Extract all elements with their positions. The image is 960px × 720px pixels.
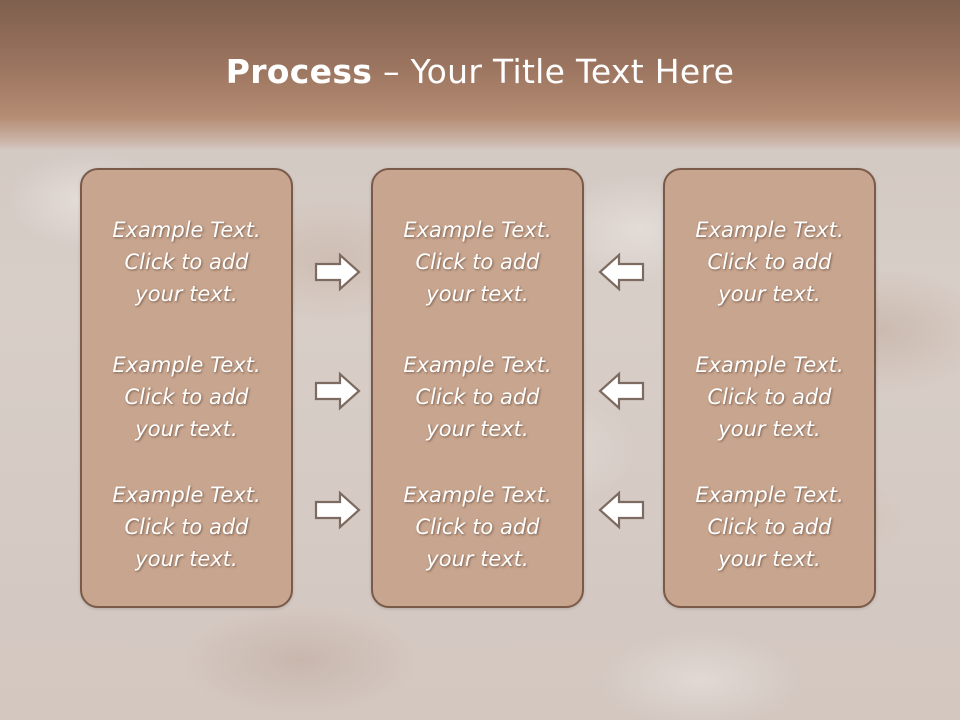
text-line: Example Text. xyxy=(403,483,552,507)
process-box-middle[interactable]: Example Text. Click to add your text. Ex… xyxy=(371,168,584,608)
text-line: Example Text. xyxy=(695,353,844,377)
text-line: your text. xyxy=(718,417,821,441)
text-line: Example Text. xyxy=(403,218,552,242)
text-block[interactable]: Example Text. Click to add your text. xyxy=(373,349,582,445)
text-block[interactable]: Example Text. Click to add your text. xyxy=(373,214,582,310)
text-line: your text. xyxy=(718,547,821,571)
text-line: Click to add xyxy=(415,515,540,539)
text-line: your text. xyxy=(135,547,238,571)
title-bold: Process xyxy=(225,52,373,91)
title-rest: – Your Title Text Here xyxy=(372,52,735,91)
arrow-left-icon xyxy=(597,490,645,530)
text-line: Example Text. xyxy=(112,218,261,242)
text-line: Example Text. xyxy=(695,483,844,507)
text-line: Click to add xyxy=(707,515,832,539)
text-block[interactable]: Example Text. Click to add your text. xyxy=(373,479,582,575)
slide-title[interactable]: Process – Your Title Text Here xyxy=(0,52,960,91)
text-block[interactable]: Example Text. Click to add your text. xyxy=(82,214,291,310)
text-line: your text. xyxy=(135,282,238,306)
arrow-left-icon xyxy=(597,371,645,411)
text-line: Click to add xyxy=(415,250,540,274)
text-block[interactable]: Example Text. Click to add your text. xyxy=(665,214,874,310)
text-line: Click to add xyxy=(124,250,249,274)
text-line: your text. xyxy=(135,417,238,441)
text-block[interactable]: Example Text. Click to add your text. xyxy=(665,349,874,445)
text-line: Click to add xyxy=(124,385,249,409)
text-line: your text. xyxy=(426,282,529,306)
text-block[interactable]: Example Text. Click to add your text. xyxy=(665,479,874,575)
text-line: Example Text. xyxy=(112,353,261,377)
arrow-right-icon xyxy=(314,490,362,530)
text-line: your text. xyxy=(718,282,821,306)
text-line: your text. xyxy=(426,547,529,571)
text-line: Example Text. xyxy=(403,353,552,377)
process-box-left[interactable]: Example Text. Click to add your text. Ex… xyxy=(80,168,293,608)
arrow-right-icon xyxy=(314,252,362,292)
arrow-right-icon xyxy=(314,371,362,411)
text-line: Click to add xyxy=(415,385,540,409)
text-line: your text. xyxy=(426,417,529,441)
text-block[interactable]: Example Text. Click to add your text. xyxy=(82,479,291,575)
text-line: Example Text. xyxy=(112,483,261,507)
arrow-left-icon xyxy=(597,252,645,292)
process-box-right[interactable]: Example Text. Click to add your text. Ex… xyxy=(663,168,876,608)
text-line: Click to add xyxy=(124,515,249,539)
text-line: Click to add xyxy=(707,250,832,274)
text-line: Click to add xyxy=(707,385,832,409)
text-block[interactable]: Example Text. Click to add your text. xyxy=(82,349,291,445)
text-line: Example Text. xyxy=(695,218,844,242)
title-band: Process – Your Title Text Here xyxy=(0,0,960,150)
